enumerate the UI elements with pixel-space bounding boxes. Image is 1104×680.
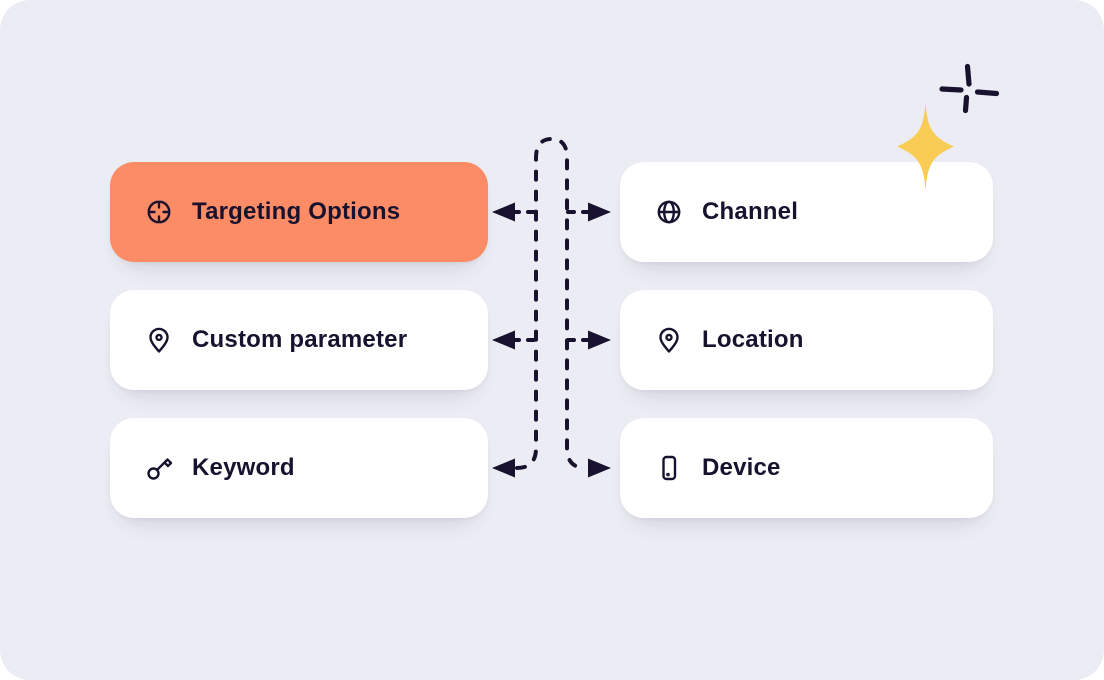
card-label: Device	[702, 454, 781, 481]
arrow-left-row2	[492, 330, 515, 350]
arrow-right-row1	[588, 202, 611, 222]
target-icon	[145, 198, 173, 226]
card-keyword: Keyword	[110, 418, 488, 518]
card-targeting-options: Targeting Options	[110, 162, 488, 262]
card-label: Targeting Options	[192, 198, 401, 225]
card-label: Channel	[702, 198, 799, 225]
map-pin-icon	[655, 326, 683, 354]
card-location: Location	[620, 290, 993, 390]
card-device: Device	[620, 418, 993, 518]
card-custom-parameter: Custom parameter	[110, 290, 488, 390]
card-label: Custom parameter	[192, 326, 408, 353]
connector-spine	[515, 136, 588, 470]
arrow-left-row1	[492, 202, 515, 222]
arrow-left-row3	[492, 458, 515, 478]
globe-icon	[655, 198, 683, 226]
card-label: Location	[702, 326, 804, 353]
plus-twinkle-icon	[939, 63, 1000, 114]
card-channel: Channel	[620, 162, 993, 262]
key-icon	[145, 454, 173, 482]
map-pin-icon	[145, 326, 173, 354]
arrow-right-row3	[588, 458, 611, 478]
card-label: Keyword	[192, 454, 295, 481]
arrow-right-row2	[588, 330, 611, 350]
smartphone-icon	[655, 454, 683, 482]
